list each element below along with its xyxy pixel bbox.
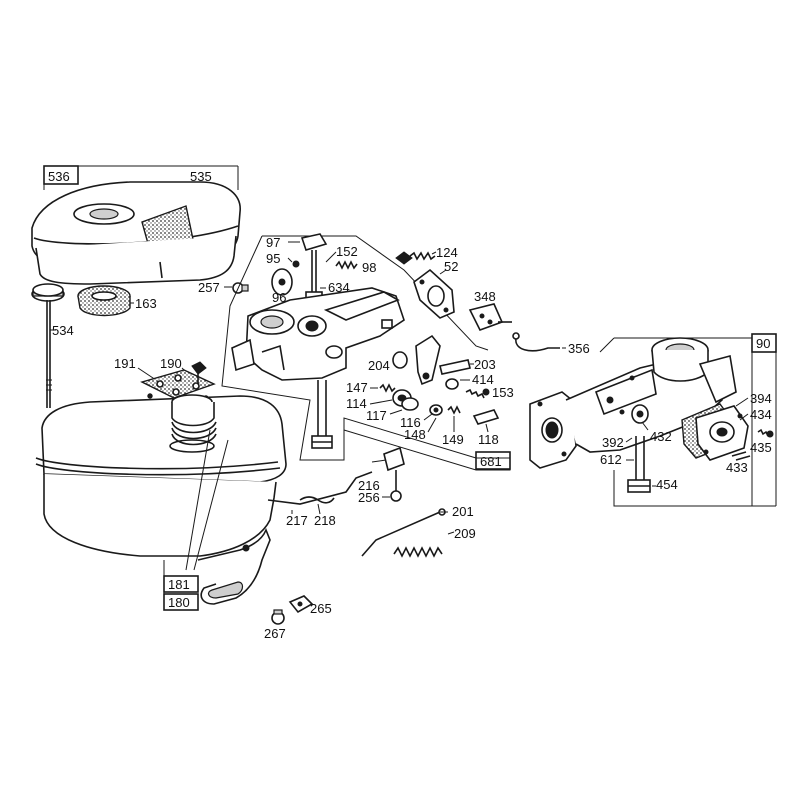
label-114: 114 <box>346 396 367 411</box>
label-534: 534 <box>52 323 74 338</box>
label-536: 536 <box>48 169 70 184</box>
label-209: 209 <box>454 526 476 541</box>
label-267: 267 <box>264 626 286 641</box>
label-153: 153 <box>492 385 514 400</box>
label-265: 265 <box>310 601 332 616</box>
label-434: 434 <box>750 407 772 422</box>
fuel-tank-lower <box>43 474 277 557</box>
label-163: 163 <box>135 296 157 311</box>
label-95: 95 <box>266 251 280 266</box>
label-394: 394 <box>750 391 772 406</box>
label-681: 681 <box>480 454 502 469</box>
label-218: 218 <box>314 513 336 528</box>
label-216: 216 <box>358 478 380 493</box>
label-612: 612 <box>600 452 622 467</box>
gasket-191 <box>140 369 216 399</box>
label-356: 356 <box>568 341 590 356</box>
air-cleaner-base <box>35 235 237 285</box>
label-432: 432 <box>650 429 672 444</box>
foam-element-163: 163 <box>77 285 157 317</box>
label-201: 201 <box>452 504 474 519</box>
label-414: 414 <box>472 372 494 387</box>
label-190: 190 <box>160 356 182 371</box>
link-356: 356 <box>512 332 590 356</box>
label-152: 152 <box>336 244 358 259</box>
fuel-tank-body <box>41 395 287 483</box>
label-256: 256 <box>358 490 380 505</box>
label-180: 180 <box>168 595 190 610</box>
label-96: 96 <box>272 290 286 305</box>
label-149: 149 <box>442 432 464 447</box>
label-392: 392 <box>602 435 624 450</box>
label-148: 148 <box>404 427 426 442</box>
label-118: 118 <box>478 432 499 447</box>
label-535: 535 <box>190 169 212 184</box>
carburetor-681-group: 681 97 95 96 152 98 634 <box>221 233 514 471</box>
dipstick-534: 534 <box>31 283 74 408</box>
box-681 <box>475 451 511 470</box>
label-454: 454 <box>656 477 678 492</box>
screw-267: 267 <box>264 609 286 641</box>
label-257: 257 <box>198 280 220 295</box>
label-116: 116 <box>400 415 421 430</box>
screw-124: 124 <box>395 245 458 265</box>
box-90 <box>751 333 777 353</box>
label-348: 348 <box>474 289 496 304</box>
label-433: 433 <box>726 460 748 475</box>
label-124: 124 <box>436 245 458 260</box>
gasket-52: 52 <box>413 259 458 319</box>
label-90: 90 <box>756 336 770 351</box>
label-147: 147 <box>346 380 368 395</box>
label-203: 203 <box>474 357 496 372</box>
clip-265: 265 <box>288 595 332 616</box>
air-cleaner-assembly: 536 535 <box>31 165 241 285</box>
governor-link-217-218: 217 218 <box>267 471 373 528</box>
spring-209: 209 <box>393 526 476 558</box>
label-204: 204 <box>368 358 390 373</box>
label-117: 117 <box>366 408 387 423</box>
label-435: 435 <box>750 440 772 455</box>
link-bracket-216-256: 216 256 <box>358 446 405 505</box>
screw-257: 257 <box>198 280 249 295</box>
label-217: 217 <box>286 513 308 528</box>
fuel-tank-assembly: 191 190 181 <box>35 356 287 611</box>
clip-348: 348 <box>468 289 512 331</box>
label-52: 52 <box>444 259 458 274</box>
link-201: 201 <box>361 504 474 557</box>
label-98: 98 <box>362 260 376 275</box>
label-97: 97 <box>266 235 280 250</box>
label-181: 181 <box>168 577 190 592</box>
label-191: 191 <box>114 356 136 371</box>
carburetor-90-group: 90 394 434 435 <box>529 333 777 507</box>
tank-bracket <box>197 527 271 605</box>
